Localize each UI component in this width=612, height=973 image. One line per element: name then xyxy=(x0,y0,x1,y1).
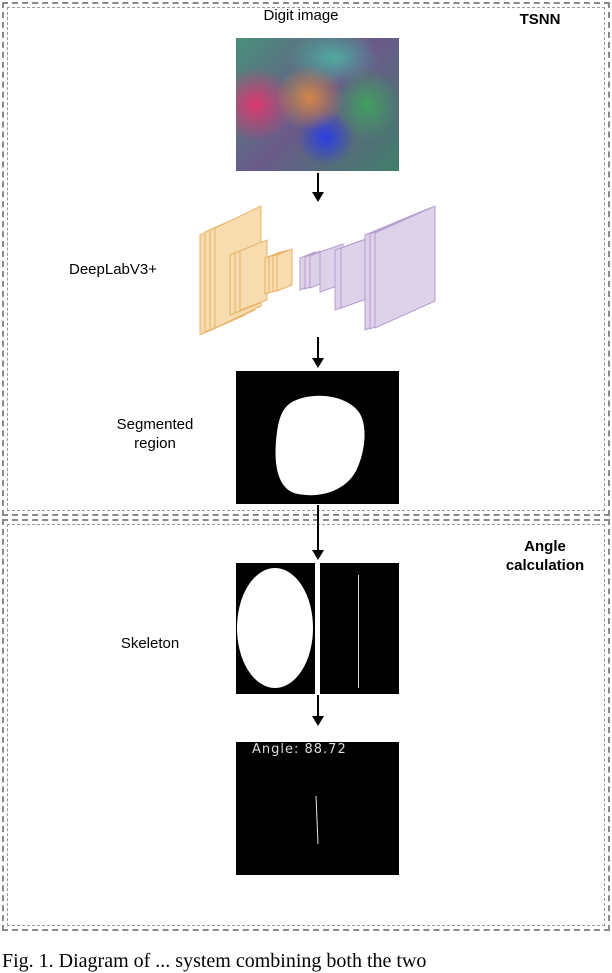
segment-label-line1: Segmented xyxy=(116,416,194,433)
skeleton-ellipse-image xyxy=(236,563,315,694)
arrow-head-2 xyxy=(312,358,324,368)
digit-image-label: Digit image xyxy=(263,7,339,24)
model-label: DeepLabV3+ xyxy=(69,261,157,278)
tsnn-title: TSNN xyxy=(519,11,561,28)
skeleton-label: Skeleton xyxy=(120,635,180,652)
arrow-head-4 xyxy=(312,716,324,726)
deeplab-network-diagram xyxy=(199,205,436,335)
figure-caption: Fig. 1. Diagram of ... system combining … xyxy=(2,950,427,972)
arrow-head-1 xyxy=(312,192,324,202)
segment-label-line2: region xyxy=(134,435,176,452)
skeleton-line-image xyxy=(320,563,399,694)
segmented-region-image xyxy=(236,371,399,504)
arrow-model-to-segment xyxy=(317,337,319,359)
arrow-segment-to-skeleton xyxy=(317,505,319,551)
angle-calc-title-line1: Angle xyxy=(524,538,566,555)
angle-calculation-panel xyxy=(2,519,610,931)
skeleton-divider xyxy=(315,563,320,694)
arrow-skeleton-to-angle xyxy=(317,695,319,717)
angle-result-image: Angle: 88.72 xyxy=(236,742,399,875)
arrow-head-3 xyxy=(312,550,324,560)
tsnn-panel xyxy=(2,2,610,516)
angle-calc-title-line2: calculation xyxy=(505,557,585,574)
digit-image xyxy=(236,38,399,171)
angle-readout: Angle: 88.72 xyxy=(252,742,347,757)
arrow-input-to-model xyxy=(317,173,319,193)
